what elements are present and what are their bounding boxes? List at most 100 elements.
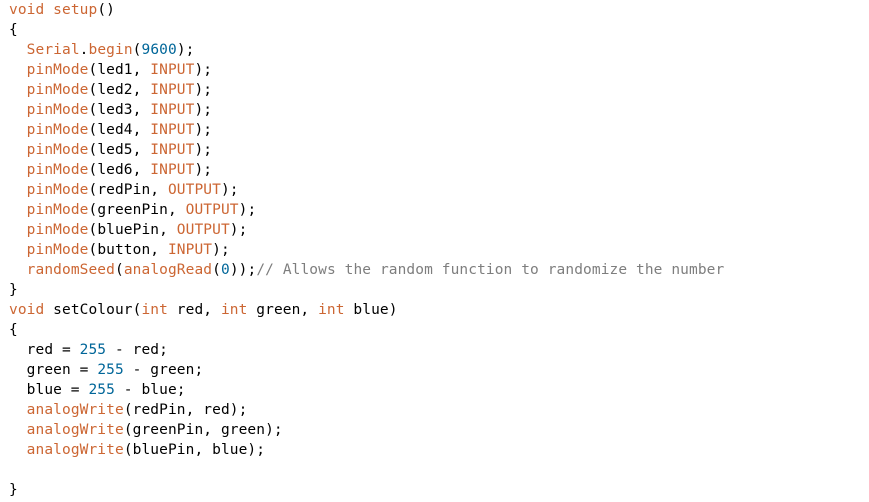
code-line: analogWrite(greenPin, green); (9, 420, 724, 440)
code-text: (led3, (88, 102, 151, 118)
code-keyword: analogRead (123, 262, 213, 278)
code-line: analogWrite(bluePin, blue); (9, 440, 724, 460)
code-text: setColour( (44, 302, 142, 318)
code-line: analogWrite(redPin, red); (9, 400, 724, 420)
code-keyword: setup (53, 2, 98, 18)
code-keyword: pinMode (26, 222, 89, 238)
code-line: { (9, 20, 724, 40)
code-keyword: pinMode (26, 62, 89, 78)
code-keyword: OUTPUT (176, 222, 230, 238)
code-line: Serial.begin(9600); (9, 40, 724, 60)
code-keyword: INPUT (167, 242, 213, 258)
code-keyword: INPUT (150, 102, 195, 118)
code-text: )); (229, 262, 257, 278)
code-text: (greenPin, (88, 202, 186, 218)
code-number: 0 (220, 262, 230, 278)
code-text: green, (247, 302, 319, 318)
code-keyword: analogWrite (26, 402, 124, 418)
code-keyword: pinMode (26, 242, 89, 258)
code-number: 255 (88, 382, 115, 398)
code-text: ); (194, 82, 213, 98)
code-text: ); (220, 182, 239, 198)
code-text: ); (194, 162, 213, 178)
code-text (9, 82, 27, 98)
code-keyword: OUTPUT (167, 182, 221, 198)
code-text (9, 142, 27, 158)
code-line: randomSeed(analogRead(0));// Allows the … (9, 260, 725, 280)
code-line: pinMode(led4, INPUT); (9, 120, 724, 140)
code-keyword: void (9, 2, 45, 18)
code-line: green = 255 - green; (9, 360, 724, 380)
code-line: } (9, 280, 724, 300)
code-line: pinMode(led5, INPUT); (9, 140, 724, 160)
code-line: pinMode(button, INPUT); (9, 240, 724, 260)
code-keyword: pinMode (26, 162, 89, 178)
code-keyword: int (220, 302, 248, 318)
code-text: ); (176, 42, 195, 58)
code-text: ); (194, 62, 213, 78)
code-text: ); (229, 222, 248, 238)
code-text (9, 242, 27, 258)
code-keyword: INPUT (150, 122, 195, 138)
code-keyword: analogWrite (26, 422, 124, 438)
code-text (9, 102, 27, 118)
code-line: pinMode(bluePin, OUTPUT); (9, 220, 724, 240)
code-text: (button, (88, 242, 168, 258)
code-text: green = (9, 362, 98, 378)
code-text: (led1, (88, 62, 151, 78)
code-line: pinMode(redPin, OUTPUT); (9, 180, 724, 200)
code-keyword: analogWrite (26, 442, 124, 458)
code-line: pinMode(led2, INPUT); (9, 80, 724, 100)
code-text: blue = (9, 382, 89, 398)
code-text: ); (238, 202, 257, 218)
code-text: red = (9, 342, 80, 358)
code-text: ); (194, 102, 213, 118)
code-text (9, 262, 27, 278)
code-text: blue) (344, 302, 398, 318)
code-text: } (9, 482, 18, 498)
code-text (9, 422, 27, 438)
code-text (9, 202, 27, 218)
code-line: { (9, 320, 724, 340)
code-text: red, (167, 302, 221, 318)
code-keyword: Serial (26, 42, 80, 58)
code-text (9, 402, 27, 418)
code-keyword: OUTPUT (185, 202, 239, 218)
code-text: ( (114, 262, 124, 278)
code-line: pinMode(led3, INPUT); (9, 100, 724, 120)
code-text: ); (194, 142, 213, 158)
code-text: ); (212, 242, 230, 258)
code-line: pinMode(led1, INPUT); (9, 60, 724, 80)
code-keyword: begin (88, 42, 133, 58)
code-text (9, 442, 27, 458)
code-keyword: pinMode (26, 202, 89, 218)
code-text: (redPin, (88, 182, 168, 198)
code-text: ( (212, 262, 221, 278)
code-number: 255 (97, 362, 124, 378)
code-keyword: INPUT (150, 82, 195, 98)
code-text: - blue; (114, 382, 186, 398)
code-editor[interactable]: void setup() { Serial.begin(9600); pinMod… (9, 0, 724, 500)
code-keyword: pinMode (26, 142, 89, 158)
code-text: () (97, 2, 115, 18)
code-text (9, 42, 27, 58)
code-text (9, 62, 27, 78)
code-keyword: pinMode (26, 102, 89, 118)
code-keyword: INPUT (150, 62, 195, 78)
code-text: (redPin, red); (123, 402, 248, 418)
code-text: (bluePin, blue); (123, 442, 266, 458)
code-line: } (9, 480, 724, 500)
code-text: { (9, 22, 18, 38)
code-text: (led6, (88, 162, 151, 178)
code-text: (greenPin, green); (123, 422, 283, 438)
code-text: (led5, (88, 142, 151, 158)
code-line: blue = 255 - blue; (9, 380, 724, 400)
code-text: ); (194, 122, 213, 138)
code-text: (led4, (88, 122, 151, 138)
code-keyword: pinMode (26, 182, 89, 198)
code-keyword: INPUT (150, 162, 195, 178)
code-keyword: pinMode (26, 82, 89, 98)
code-text: (bluePin, (88, 222, 177, 238)
code-text: - red; (106, 342, 168, 358)
code-text (9, 182, 27, 198)
